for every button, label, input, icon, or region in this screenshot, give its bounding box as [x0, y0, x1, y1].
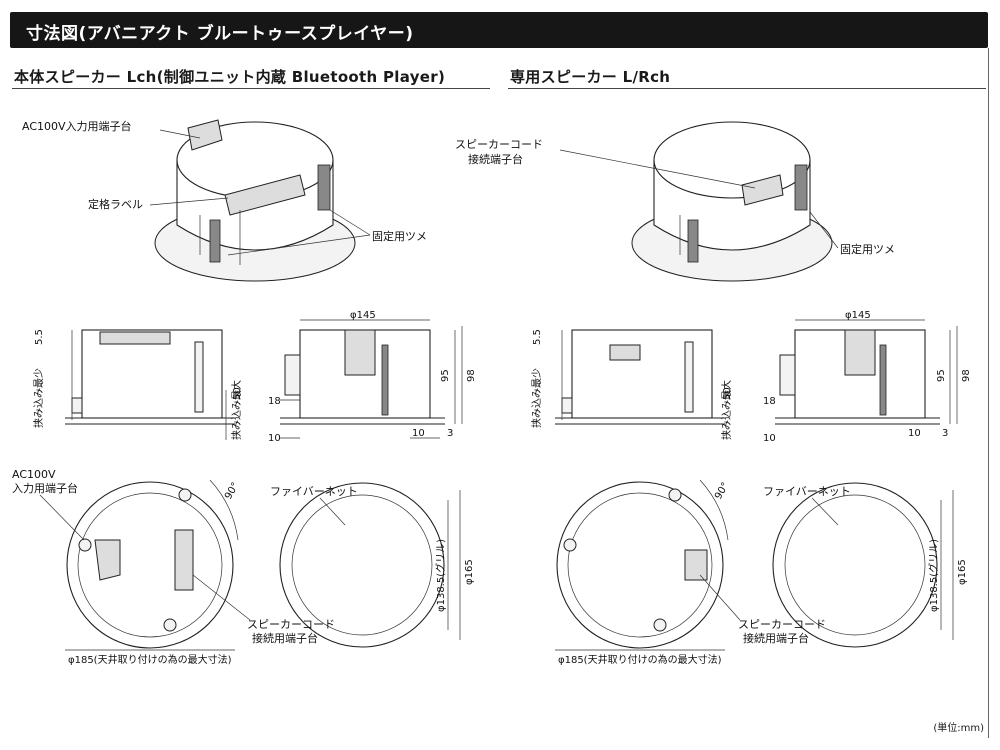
left-plan-front: [279, 482, 461, 648]
right-clamp-max-label: 挟み込み最大: [720, 380, 733, 440]
right-d18: 18: [763, 396, 776, 407]
header-bar: 寸法図(アバニアクト ブルートゥースプレイヤー): [10, 12, 988, 48]
right-phi185: φ185(天井取り付けの為の最大寸法): [558, 653, 722, 666]
left-side-view-b: [280, 319, 463, 439]
right-plan-front: [772, 482, 954, 648]
right-d95: 95: [936, 369, 947, 382]
right-d10a: 10: [763, 433, 776, 444]
left-fiber-net-label: ファイバーネット: [270, 485, 358, 498]
right-section-rule: [508, 88, 986, 89]
right-border: [988, 48, 989, 738]
right-d50: 50: [722, 387, 733, 400]
left-phi138: φ138.5(グリル): [434, 539, 447, 612]
right-cord-label-line2: 接続端子台: [468, 152, 523, 166]
left-d98: 98: [466, 369, 477, 382]
right-plan-cord-line1: スピーカーコード: [738, 618, 826, 631]
left-clip-label: 固定用ツメ: [372, 229, 427, 243]
right-clamp-min-label: 挟み込み最少: [530, 368, 543, 428]
right-fiber-net-label: ファイバーネット: [763, 485, 851, 498]
right-d98: 98: [961, 369, 972, 382]
right-d55: 5.5: [532, 329, 543, 345]
right-iso-speaker: [631, 121, 833, 282]
units-note: (単位:mm): [933, 723, 984, 734]
right-phi138: φ138.5(グリル): [927, 539, 940, 612]
right-cord-label-line1: スピーカーコード: [455, 138, 543, 151]
left-d3: 3: [447, 428, 453, 439]
left-phi145: φ145: [350, 310, 376, 321]
right-section-title: 専用スピーカー L/Rch: [510, 68, 671, 86]
left-plan-back: [65, 479, 239, 651]
left-clamp-min-label: 挟み込み最少: [32, 368, 45, 428]
left-plan-ac-line1: AC100V: [12, 468, 56, 481]
right-phi165: φ165: [957, 559, 968, 585]
right-d3: 3: [942, 428, 948, 439]
left-d95: 95: [440, 369, 451, 382]
left-d10a: 10: [268, 433, 281, 444]
left-d18: 18: [268, 396, 281, 407]
left-d50: 50: [232, 387, 243, 400]
left-plan-cord-line2: 接続用端子台: [252, 631, 318, 645]
right-d10b: 10: [908, 428, 921, 439]
right-clip-label: 固定用ツメ: [840, 242, 895, 256]
left-section-title: 本体スピーカー Lch(制御ユニット内蔵 Bluetooth Player): [14, 68, 446, 86]
left-section-rule: [12, 88, 490, 89]
right-side-view-a: [555, 329, 725, 425]
right-angle-label: 90°: [713, 481, 731, 502]
left-plan-cord-line1: スピーカーコード: [247, 618, 335, 631]
left-phi165: φ165: [464, 559, 475, 585]
left-clamp-max-label: 挟み込み最大: [230, 380, 243, 440]
rating-label-label: 定格ラベル: [88, 197, 143, 211]
ac-terminal-label: AC100V入力用端子台: [22, 119, 132, 133]
left-side-view-a: [65, 329, 235, 440]
right-plan-back: [555, 479, 729, 651]
right-plan-cord-line2: 接続用端子台: [743, 631, 809, 645]
left-plan-ac-line2: 入力用端子台: [12, 481, 78, 495]
right-phi145: φ145: [845, 310, 871, 321]
left-iso-speaker: [154, 119, 356, 282]
left-angle-label: 90°: [223, 481, 241, 502]
right-side-view-b: [775, 319, 958, 425]
left-phi185: φ185(天井取り付けの為の最大寸法): [68, 653, 232, 666]
page-title: 寸法図(アバニアクト ブルートゥースプレイヤー): [26, 24, 414, 44]
left-d55: 5.5: [34, 329, 45, 345]
left-d10b: 10: [412, 428, 425, 439]
